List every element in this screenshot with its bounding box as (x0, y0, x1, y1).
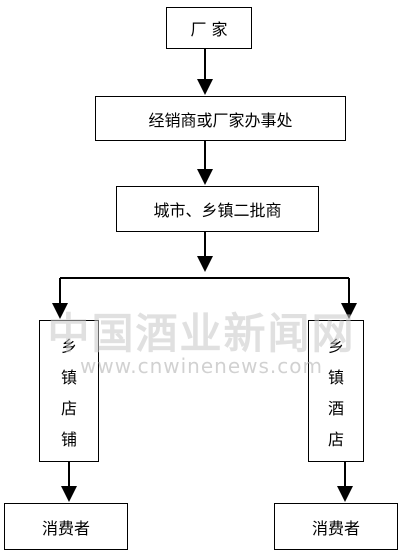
manufacturer-label: 厂 家 (190, 20, 228, 39)
township-store-box: 乡 镇 店 铺 (39, 320, 99, 462)
township-bar-box: 乡 镇 酒 店 (308, 320, 364, 462)
consumer-right-box: 消费者 (274, 503, 398, 550)
consumer-left-label: 消费者 (41, 518, 90, 538)
township-store-char-3: 店 (60, 398, 77, 418)
wholesaler-label: 城市、乡镇二批商 (153, 201, 282, 220)
wholesaler-box: 城市、乡镇二批商 (116, 186, 319, 232)
township-bar-char-1: 乡 (327, 336, 344, 356)
township-bar-char-3: 酒 (327, 398, 344, 418)
township-store-char-1: 乡 (60, 336, 77, 356)
township-store-char-4: 铺 (60, 429, 77, 449)
distributor-label: 经销商或厂家办事处 (148, 110, 293, 130)
consumer-right-label: 消费者 (311, 518, 360, 538)
township-store-char-2: 镇 (60, 367, 77, 387)
distributor-box: 经销商或厂家办事处 (95, 96, 346, 141)
consumer-left-box: 消费者 (4, 503, 128, 550)
manufacturer-box: 厂 家 (166, 7, 252, 49)
township-bar-char-2: 镇 (327, 367, 344, 387)
township-bar-char-4: 店 (327, 429, 344, 449)
